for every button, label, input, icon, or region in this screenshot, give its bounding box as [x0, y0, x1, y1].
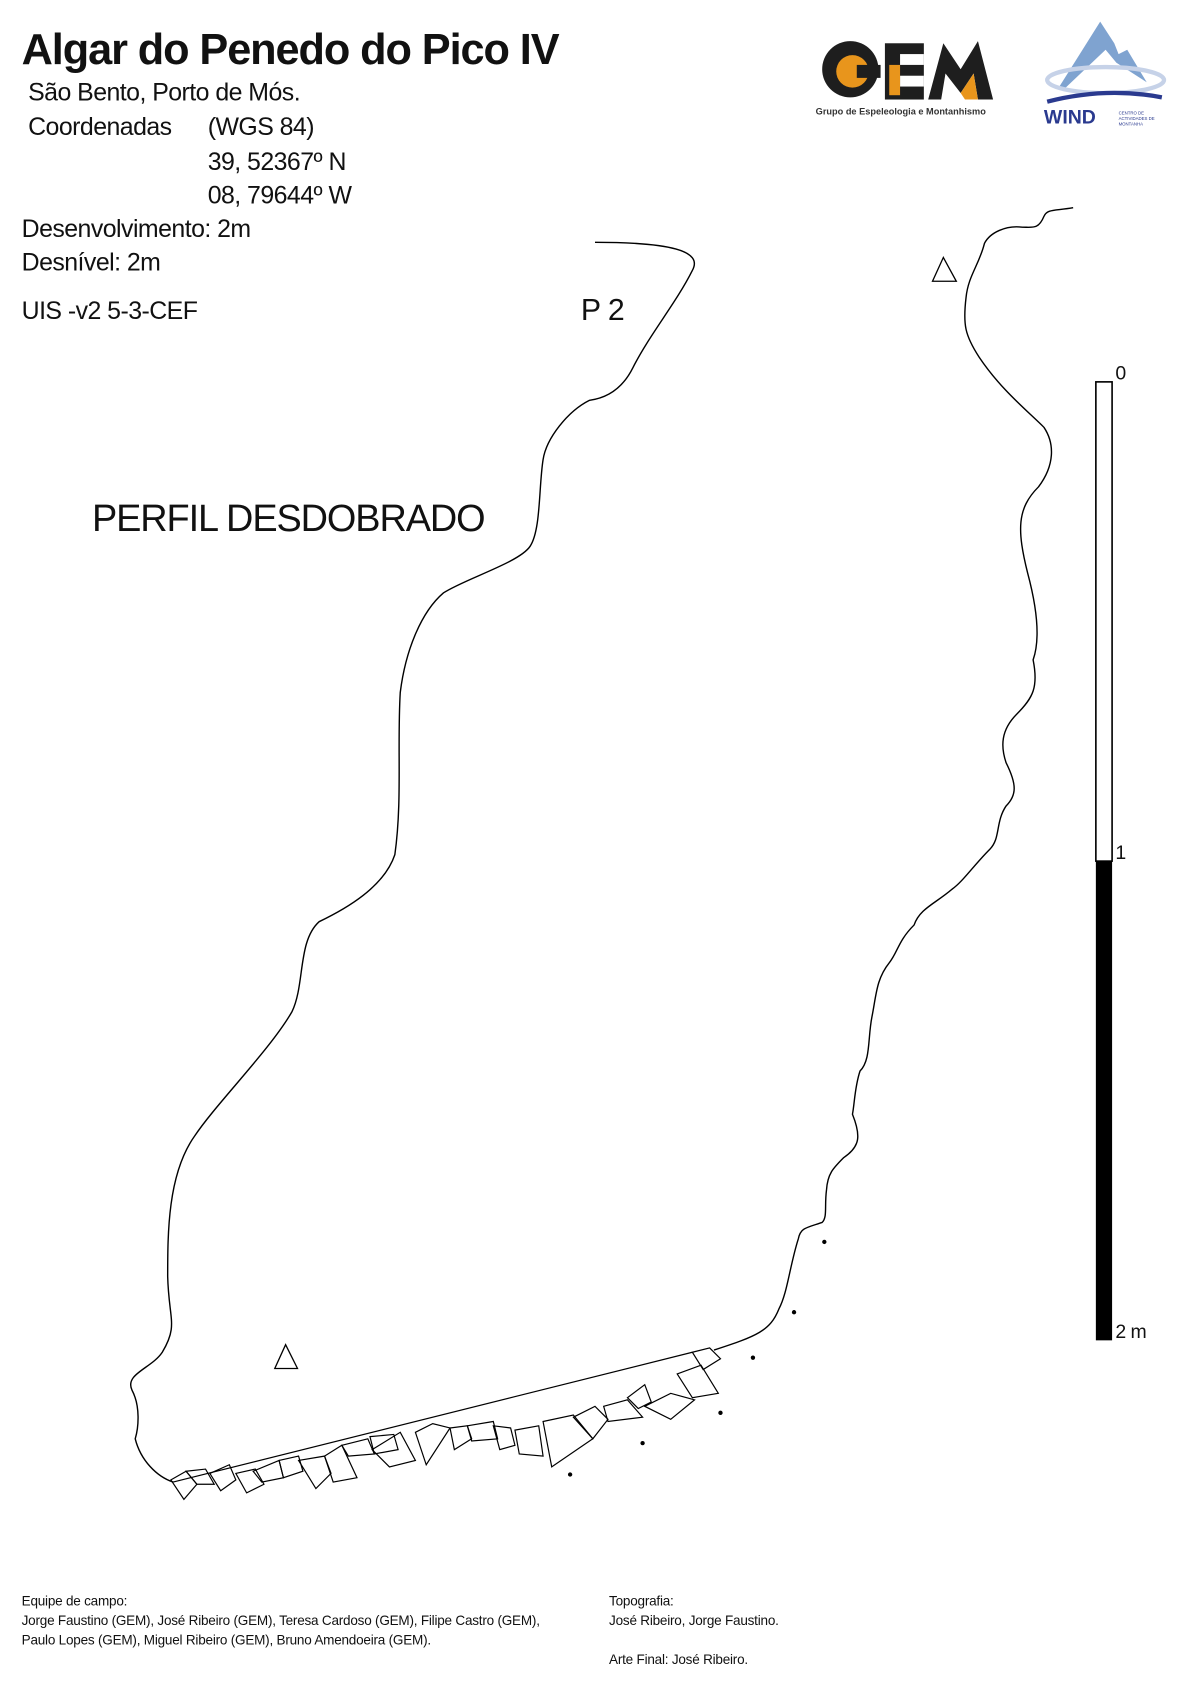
team-label: Equipe de campo: [21, 1593, 128, 1609]
cave-wall-right [713, 207, 1074, 1351]
wind-text: WIND [1043, 106, 1096, 128]
scale-label-1: 1 [1115, 841, 1126, 864]
latitude: 39, 52367º N [207, 147, 347, 176]
pitch-label: P 2 [580, 293, 625, 327]
station-markers [273, 256, 958, 1370]
gem-subtitle: Grupo de Espeleologia e Montanhismo [815, 106, 986, 117]
topo-names: José Ribeiro, Jorge Faustino. [609, 1612, 779, 1629]
datum: (WGS 84) [207, 112, 315, 141]
uis-grade: UIS -v2 5-3-CEF [21, 296, 198, 325]
gem-logo: Grupo de Espeleologia e Montanhismo [814, 37, 998, 124]
wind-logo-mark [1045, 21, 1167, 104]
station-triangle-icon [931, 256, 958, 282]
topo-label: Topografia: [609, 1593, 674, 1609]
depth: Desnível: 2m [21, 247, 161, 276]
cave-wall-left [129, 241, 695, 1483]
coords-label: Coordenadas [28, 112, 172, 141]
gem-logo-mark [822, 41, 994, 100]
wind-logo: WIND CENTRO DE ACTIVIDADES DE MONTANHA [1041, 17, 1171, 130]
floor-dots [567, 1239, 827, 1477]
wind-subtitle: CENTRO DE ACTIVIDADES DE MONTANHA [1118, 110, 1155, 127]
final-art: Arte Final: José Ribeiro. [609, 1651, 748, 1668]
view-label: PERFIL DESDOBRADO [91, 497, 486, 540]
breakdown-blocks [170, 1347, 722, 1501]
team-line-2: Paulo Lopes (GEM), Miguel Ribeiro (GEM),… [21, 1632, 431, 1648]
longitude: 08, 79644º W [207, 180, 352, 209]
development: Desenvolvimento: 2m [21, 214, 252, 243]
scale-label-0: 0 [1115, 362, 1126, 385]
team-line-1: Jorge Faustino (GEM), José Ribeiro (GEM)… [21, 1612, 540, 1629]
scale-label-2: 2 m [1115, 1320, 1147, 1343]
page-title: Algar do Penedo do Pico IV [21, 25, 560, 74]
station-triangle-icon [273, 1343, 299, 1370]
location: São Bento, Porto de Mós. [28, 77, 301, 107]
scale-bar [1095, 381, 1113, 1341]
